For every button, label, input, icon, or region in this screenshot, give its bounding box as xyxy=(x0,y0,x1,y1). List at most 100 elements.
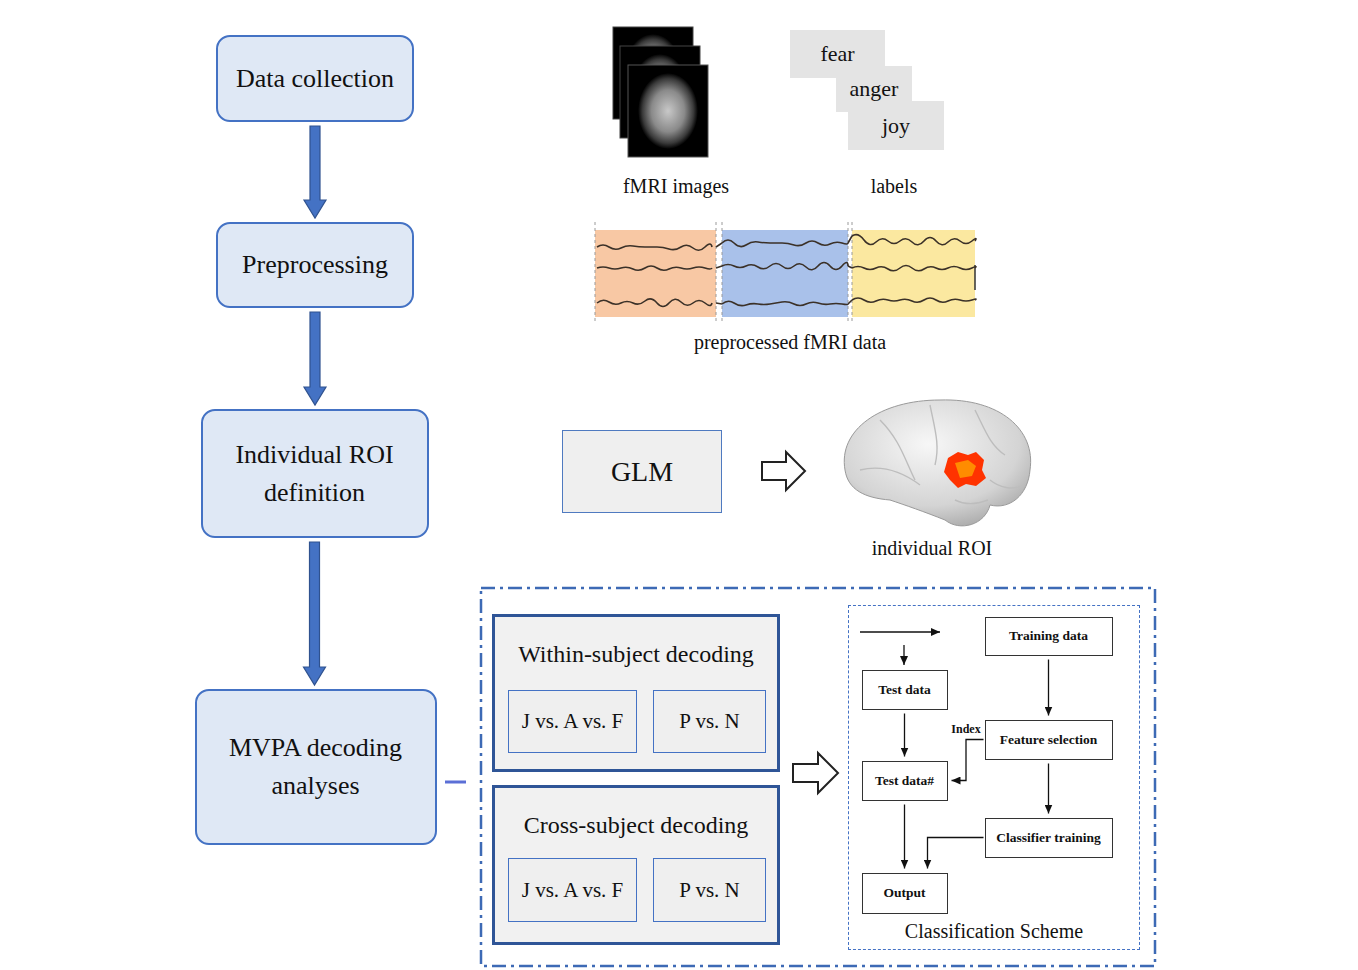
edge-label: Index xyxy=(949,721,982,736)
step-box: Classifier training xyxy=(985,818,1113,858)
connector xyxy=(904,714,905,757)
connector xyxy=(928,838,984,869)
signal-bands-part-part xyxy=(848,236,852,243)
signal-bands-part-part xyxy=(716,303,722,304)
caption-label: individual ROI xyxy=(872,537,993,560)
node-text: P vs. N xyxy=(679,878,740,903)
condition-box: P vs. N xyxy=(653,858,766,922)
signal-bands-part-part xyxy=(852,266,976,271)
signal-bands-part-part xyxy=(716,243,722,247)
step-box: Test data xyxy=(862,670,948,710)
signal-bands-part-part xyxy=(848,222,849,322)
method-box: GLM xyxy=(562,430,722,513)
fmri-stack-part xyxy=(638,73,698,149)
analysis-container xyxy=(481,588,1155,966)
step-box: Output xyxy=(862,873,948,914)
signal-bands-part-part xyxy=(716,222,717,322)
label-tag: joy xyxy=(848,101,944,150)
signal-bands-part xyxy=(852,230,975,317)
node-text: Data collection xyxy=(236,60,394,98)
hollow-arrow xyxy=(793,753,838,793)
signal-bands-part xyxy=(597,235,976,307)
signal-bands-part-part xyxy=(722,263,848,270)
fmri-stack-part xyxy=(628,65,708,157)
step-box: Training data xyxy=(985,617,1113,656)
step-box: Feature selection xyxy=(985,720,1113,760)
signal-bands-part-part xyxy=(848,300,852,304)
process-box: MVPA decoding analyses xyxy=(195,689,437,845)
input-arrow xyxy=(903,645,904,665)
node-text: anger xyxy=(850,76,899,102)
bracket-dash xyxy=(445,781,466,784)
brain-illustration-part xyxy=(844,400,1030,526)
signal-bands-part-part xyxy=(722,222,723,322)
fmri-stack xyxy=(613,27,708,157)
node-text: Cross-subject decoding xyxy=(524,812,749,839)
signal-bands-part xyxy=(974,265,976,290)
node-text: GLM xyxy=(611,456,673,488)
group-box: Cross-subject decoding J vs. A vs. F P vs.… xyxy=(492,785,780,945)
signal-bands-part-part xyxy=(722,240,848,247)
step-box: Test data# xyxy=(862,761,948,801)
connector xyxy=(952,740,984,781)
node-text: Individual ROI definition xyxy=(207,436,423,511)
brain-illustration-part-part xyxy=(860,468,920,485)
node-text: J vs. A vs. F xyxy=(522,709,624,734)
signal-bands xyxy=(595,222,976,322)
flow-arrow xyxy=(304,542,326,685)
scheme-panel: Classification Scheme Training dataTest d… xyxy=(848,605,1140,950)
node-text: joy xyxy=(882,113,910,139)
process-box: Data collection xyxy=(216,35,414,122)
signal-bands-part xyxy=(722,230,848,317)
connector xyxy=(1048,660,1049,716)
input-arrow xyxy=(860,631,940,632)
node-text: Test data xyxy=(878,682,930,698)
node-text: J vs. A vs. F xyxy=(522,878,624,903)
brain-illustration-part-part xyxy=(930,405,937,465)
process-box: Preprocessing xyxy=(216,222,414,308)
signal-bands-part-part xyxy=(848,266,852,268)
brain-illustration-part-part xyxy=(975,410,1005,455)
signal-bands-part-part xyxy=(597,266,712,270)
flow-arrow xyxy=(304,312,326,405)
node-text: Classification Scheme xyxy=(905,920,1083,943)
node-text: Within-subject decoding xyxy=(518,641,754,668)
signal-bands-part-part xyxy=(597,244,712,250)
signal-bands-part-part xyxy=(722,301,848,305)
signal-bands-part-part xyxy=(597,299,712,307)
brain-illustration-part xyxy=(860,405,1022,504)
condition-box: J vs. A vs. F xyxy=(508,690,637,753)
signal-bands-part xyxy=(595,230,716,317)
node-text: MVPA decoding analyses xyxy=(201,729,431,804)
condition-box: J vs. A vs. F xyxy=(508,858,637,922)
signal-bands-part xyxy=(595,222,852,322)
signal-bands-part-part xyxy=(595,222,596,322)
node-text: fear xyxy=(820,41,854,67)
node-text: Output xyxy=(883,885,925,901)
caption-label: labels xyxy=(871,175,918,198)
brain-illustration-part-part xyxy=(880,420,915,480)
caption-label: fMRI images xyxy=(623,175,729,198)
node-text: Classifier training xyxy=(996,830,1100,846)
flow-arrow xyxy=(304,126,326,218)
brain-illustration-part-part xyxy=(955,500,988,504)
node-text: P vs. N xyxy=(679,709,740,734)
group-box: Within-subject decoding J vs. A vs. F P vs… xyxy=(492,614,780,772)
brain-illustration-part xyxy=(955,460,976,478)
signal-bands-part-part xyxy=(852,235,976,245)
connector xyxy=(1048,764,1049,814)
node-text: Training data xyxy=(1009,628,1088,644)
hollow-arrow xyxy=(762,452,805,490)
brain-illustration-part xyxy=(944,452,986,488)
brain-illustration xyxy=(844,400,1030,526)
brain-illustration-part-part xyxy=(990,480,1022,488)
process-box: Individual ROI definition xyxy=(201,409,429,538)
signal-bands-part-part xyxy=(852,298,976,302)
signal-bands-part-part xyxy=(716,266,722,268)
node-text: Preprocessing xyxy=(242,246,388,284)
node-text: Feature selection xyxy=(1000,732,1098,748)
condition-box: P vs. N xyxy=(653,690,766,753)
node-text: Test data# xyxy=(875,773,934,789)
connector xyxy=(904,805,905,869)
caption-label: preprocessed fMRI data xyxy=(694,331,886,354)
